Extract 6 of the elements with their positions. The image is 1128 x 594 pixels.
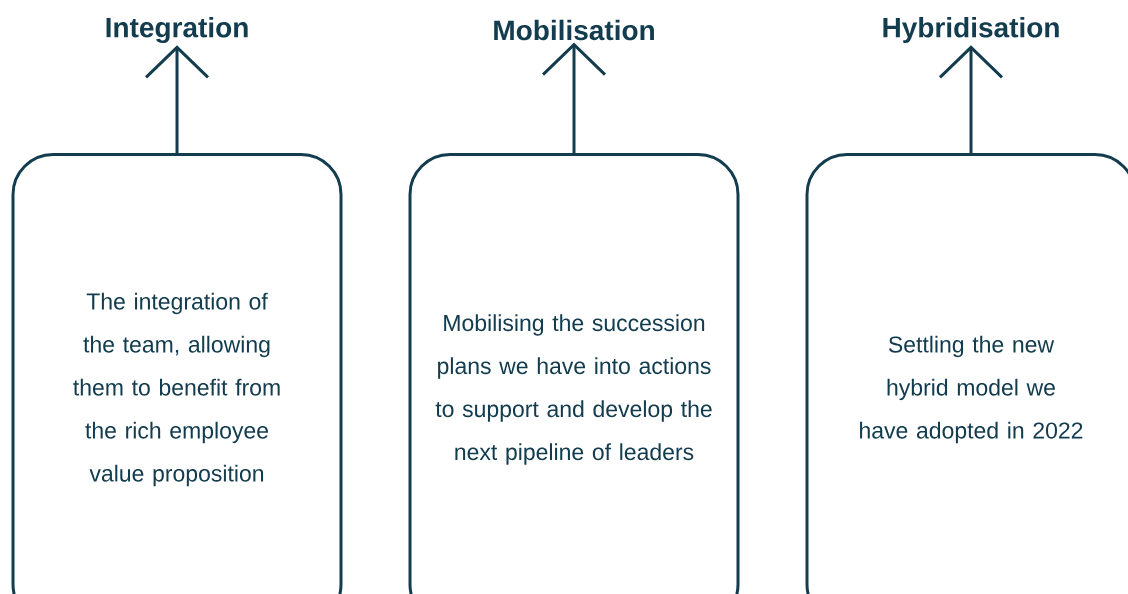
text-box: Mobilising the succession plans we have into actions to support and develop the next pipeline of leaders bbox=[408, 153, 740, 594]
heading: Hybridisation bbox=[883, 16, 1059, 44]
heading: Integration bbox=[106, 16, 248, 44]
heading: Mobilisation bbox=[494, 19, 654, 41]
text-box: Settling the new hybrid model we have adopted in 2022 bbox=[805, 153, 1128, 594]
text-box: The integration of the team, allowing them to benefit from the rich employee value proposition bbox=[11, 153, 343, 594]
